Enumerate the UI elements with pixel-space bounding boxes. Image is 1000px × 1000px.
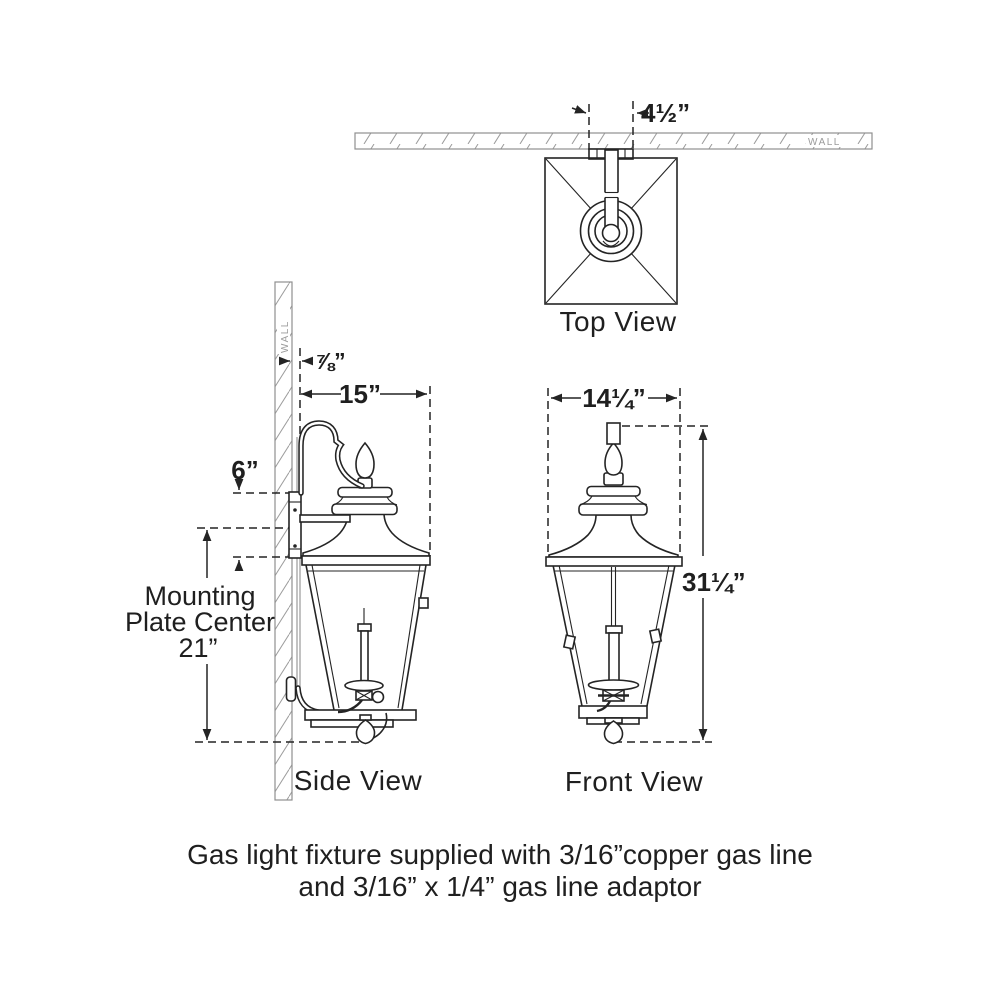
mounting-note-line2: Plate Center bbox=[125, 607, 275, 637]
dim-width: 14¼” bbox=[547, 383, 681, 554]
bottom-band bbox=[578, 705, 648, 719]
front-view: 14¼” 31¼” bbox=[545, 383, 746, 797]
dim-backplate-width-label: 4½” bbox=[641, 98, 690, 128]
dim-height-label: 31¼” bbox=[682, 567, 746, 597]
burner-disc bbox=[587, 679, 640, 691]
caption-line1: Gas light fixture supplied with 3/16”cop… bbox=[187, 839, 813, 870]
dim-projection: 15” bbox=[301, 379, 431, 556]
screw bbox=[293, 508, 297, 512]
gas-line-bracket bbox=[285, 676, 297, 702]
dim-wall-offset: ⅞” bbox=[279, 348, 346, 436]
caption-line2: and 3/16” x 1/4” gas line adaptor bbox=[298, 871, 701, 902]
side-view: WALL ⅞” 15” 6” Moun bbox=[125, 281, 431, 801]
dim-height: 31¼” bbox=[614, 425, 746, 743]
burner-tube bbox=[360, 630, 369, 682]
burner-front bbox=[587, 567, 640, 713]
wall-label-top: WALL bbox=[808, 137, 841, 148]
wall-section-top bbox=[354, 132, 873, 150]
dim-width-label: 14¼” bbox=[582, 383, 646, 413]
front-view-label: Front View bbox=[565, 766, 704, 797]
burner-side bbox=[337, 608, 388, 740]
cap-tier2 bbox=[331, 503, 398, 516]
dim-backplate-height: 6” bbox=[231, 455, 292, 571]
mounting-plate bbox=[288, 491, 302, 559]
top-finial-side bbox=[355, 441, 375, 479]
arm-stem-plan bbox=[604, 149, 619, 233]
burner-tube bbox=[608, 632, 620, 682]
arrow-right-icon bbox=[571, 105, 587, 114]
side-view-label: Side View bbox=[294, 765, 423, 796]
dim-projection-label: 15” bbox=[339, 379, 381, 409]
top-view: WALL 4½” Top View bbox=[354, 98, 873, 337]
door-latch bbox=[418, 597, 429, 609]
roof-flare bbox=[548, 514, 679, 558]
mounting-note-line1: Mounting bbox=[144, 581, 255, 611]
door-latch bbox=[648, 628, 663, 644]
roof-rim bbox=[301, 555, 431, 566]
roof-side bbox=[301, 441, 431, 566]
dim-backplate-width: 4½” bbox=[571, 98, 690, 150]
dim-wall-offset-label: ⅞” bbox=[315, 348, 346, 374]
mounting-note-line3: 21” bbox=[178, 633, 217, 663]
door-hinge bbox=[562, 634, 577, 650]
cap-tier1 bbox=[586, 485, 641, 497]
burner-disc bbox=[344, 679, 384, 692]
top-finial-front bbox=[604, 441, 623, 476]
caption: Gas light fixture supplied with 3/16”cop… bbox=[187, 839, 813, 902]
lantern-front bbox=[552, 564, 676, 745]
lantern-side bbox=[304, 564, 429, 745]
bottom-finial-side bbox=[355, 719, 376, 745]
finial-tip-plan bbox=[601, 223, 621, 243]
screw bbox=[293, 544, 297, 548]
roof-rim bbox=[545, 556, 683, 567]
cap-tier1 bbox=[337, 486, 393, 498]
arm-strut bbox=[299, 514, 351, 523]
finial-stem bbox=[606, 422, 621, 445]
wall-label-side: WALL bbox=[280, 320, 291, 353]
valve-key-ring bbox=[371, 690, 385, 704]
dim-mounting-plate-center: Mounting Plate Center 21” bbox=[125, 527, 368, 743]
dim-backplate-height-label: 6” bbox=[231, 455, 258, 485]
cap-tier2 bbox=[578, 503, 648, 516]
top-view-label: Top View bbox=[559, 306, 676, 337]
roof-front bbox=[545, 422, 683, 567]
bottom-finial-front bbox=[603, 720, 624, 745]
